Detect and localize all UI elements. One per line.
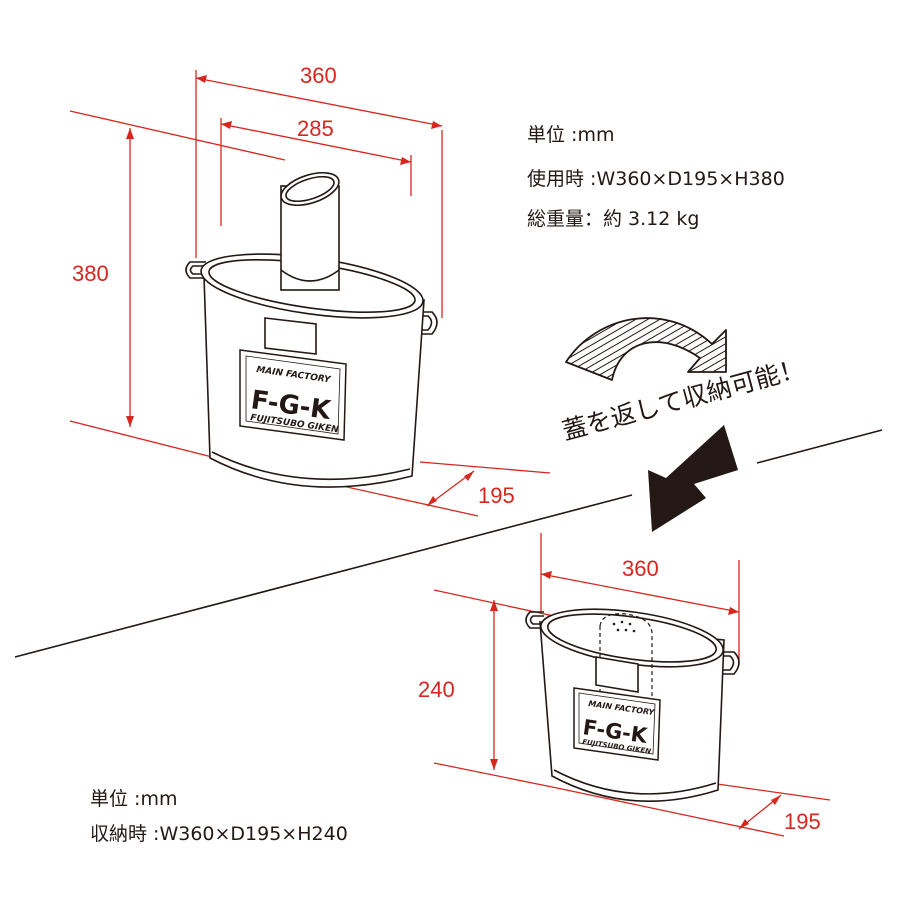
lower-height-label: 240 — [418, 677, 455, 702]
lower-logo-plate: MAIN FACTORY F-G-K FUJITSUBO GIKEN — [573, 687, 661, 761]
curved-arrow-icon — [565, 317, 727, 381]
upper-bucket-drawing — [185, 171, 438, 488]
upper-height-label: 380 — [72, 261, 109, 286]
lower-product: MAIN FACTORY F-G-K FUJITSUBO GIKEN 360 2… — [418, 533, 831, 837]
lower-specs: 単位 :mm 収納時 :W360×D195×H240 — [90, 788, 348, 845]
lower-dotted-lid-vents — [612, 620, 636, 633]
upper-specs: 単位 :mm 使用時 :W360×D195×H380 総重量：約 3.12 kg — [527, 124, 785, 230]
floor-divider — [14, 429, 883, 658]
upper-logo-plate: MAIN FACTORY F-G-K FUJITSUBO GIKEN — [239, 349, 347, 441]
upper-weight-text: 総重量：約 3.12 kg — [527, 208, 699, 230]
upper-width-label: 360 — [300, 63, 337, 88]
upper-inner-width-label: 285 — [297, 116, 334, 141]
lower-unit-text: 単位 :mm — [90, 788, 177, 810]
upper-depth-label: 195 — [478, 483, 515, 508]
upper-dimension-arrowheads — [126, 75, 474, 506]
lower-width-label: 360 — [622, 556, 659, 581]
lower-dimension-arrowheads — [490, 571, 781, 829]
down-arrow-icon — [648, 425, 738, 532]
lower-stored-text: 収納時 :W360×D195×H240 — [90, 823, 348, 845]
upper-in-use-text: 使用時 :W360×D195×H380 — [527, 168, 785, 190]
upper-unit-text: 単位 :mm — [527, 124, 614, 146]
lower-depth-label: 195 — [784, 809, 821, 834]
upper-product: MAIN FACTORY F-G-K FUJITSUBO GIKEN 360 2… — [69, 63, 551, 517]
lower-dimension-lines — [433, 533, 831, 837]
